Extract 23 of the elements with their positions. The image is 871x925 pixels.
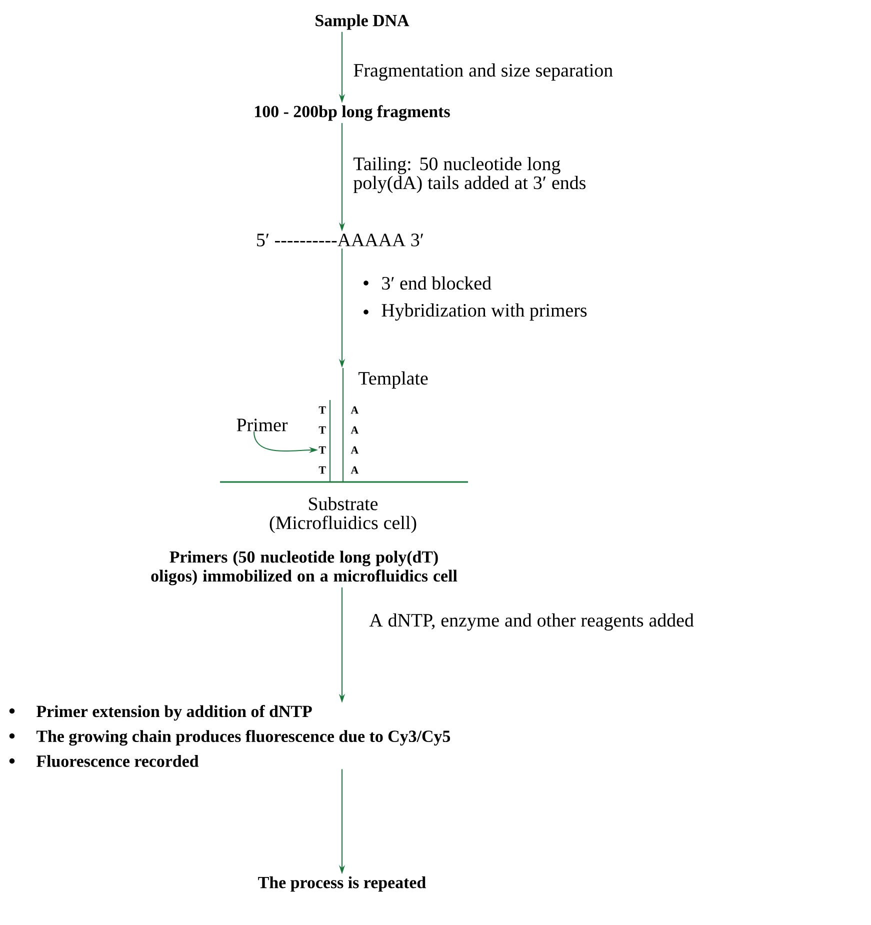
base-letter: T [318,466,326,474]
base-letter: A [350,426,359,434]
edge-label: Tailing: 50 nucleotide long poly(dA) tails added at 3′ ends [354,156,586,194]
base-letter: T [318,426,326,434]
step-text: The process is repeated [258,876,426,892]
base-letter: A [350,466,359,474]
primer-label: Primer [236,418,288,432]
bullet-item: 3′ end blocked [382,276,492,290]
base-letter: T [318,446,326,454]
step-text: Sample DNA [316,14,410,30]
base-letter: A [350,406,359,414]
base-letter: A [350,446,359,454]
template-label: Template [358,371,428,389]
dna-strands-drawing [330,368,344,482]
base-letter: T [318,406,326,414]
substrate-label: Substrate (Microfluidics cell) [270,496,416,534]
step-text: Primers (50 nucleotide long poly(dT) oligos) immobilized on a microfluidics cell [151,550,458,586]
edge-label: Fragmentation and size separation [354,63,613,81]
bullet-list: Primer extension by addition of dNTP The growing chain produces fluorescence due to Cy3/Cy5 Fluorescence recorded [36,705,450,767]
edge-label: A dNTP, enzyme and other reagents added [369,613,694,631]
bullet-item: Hybridization with primers [382,303,587,321]
step-text: 100 - 200bp long fragments [255,105,450,121]
sequence-text: 5′ ----------AAAAA 3′ [257,234,424,246]
